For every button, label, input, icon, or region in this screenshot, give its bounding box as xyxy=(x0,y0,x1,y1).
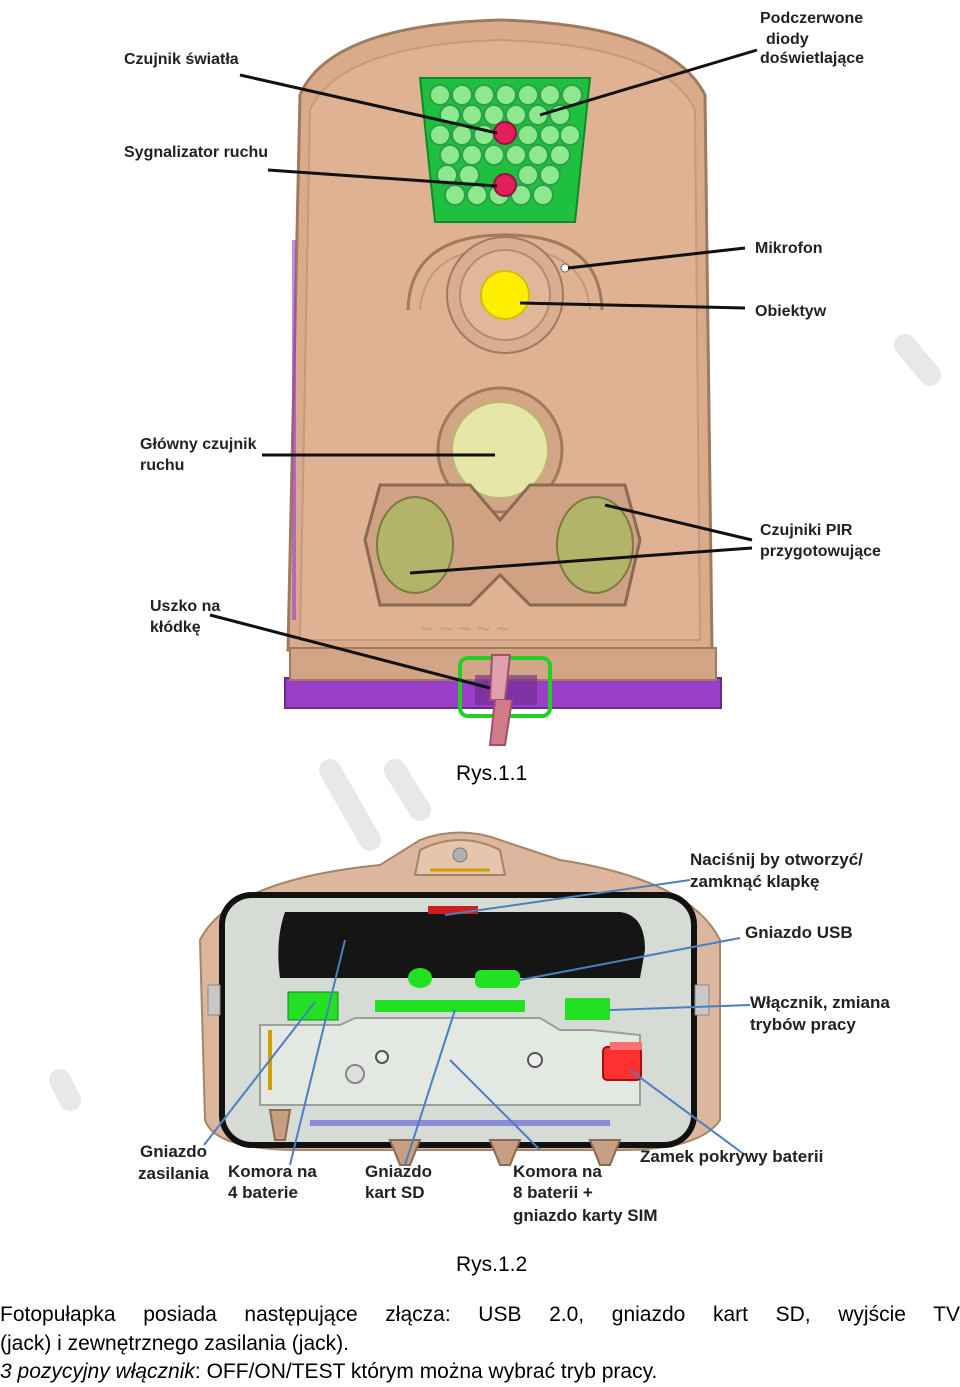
label-press-2: zamknąć klapkę xyxy=(690,872,819,891)
label-bay8-3: gniazdo karty SIM xyxy=(513,1206,658,1225)
figure-1: ~ ~ ~ ~ ~ Czujnik światła Sygnalizator r… xyxy=(124,10,881,746)
label-lock-loop-1: Uszko na xyxy=(150,598,220,615)
label-main-sensor-2: ruchu xyxy=(140,457,184,474)
label-switch-1: Włącznik, zmiana xyxy=(750,993,890,1012)
label-ir-leds-1: Podczerwone xyxy=(760,10,863,27)
label-lock: Zamek pokrywy baterii xyxy=(640,1147,823,1166)
label-pir-2: przygotowujące xyxy=(760,543,881,560)
pir-sensor-right xyxy=(556,496,634,594)
label-motion-indicator: Sygnalizator ruchu xyxy=(124,144,268,161)
label-bay8-1: Komora na xyxy=(513,1162,602,1181)
paragraph-line-3: 3 pozycyjny włącznik: OFF/ON/TEST którym… xyxy=(0,1358,960,1385)
camera-front-diagram: ~ ~ ~ ~ ~ Czujnik światła Sygnalizator r… xyxy=(124,10,881,746)
figure-2: Naciśnij by otworzyć/ zamknąć klapkę Gni… xyxy=(0,820,960,1240)
mode-switch xyxy=(565,998,610,1020)
figure-2-caption: Rys.1.2 xyxy=(456,1253,528,1276)
label-light-sensor: Czujnik światła xyxy=(124,51,239,68)
usb-port xyxy=(475,970,520,988)
label-bay4-1: Komora na xyxy=(228,1162,317,1181)
ir-led-array xyxy=(429,84,583,206)
label-microphone: Mikrofon xyxy=(755,240,823,257)
paragraph-line-2: (jack) i zewnętrznego zasilania (jack). xyxy=(0,1332,349,1355)
watermark xyxy=(49,334,941,1111)
microphone-hole xyxy=(560,263,570,273)
label-ir-leds-2: diody xyxy=(766,31,809,48)
label-main-sensor-1: Główny czujnik xyxy=(140,436,257,453)
compartment-flap xyxy=(278,912,645,978)
label-bay4-2: 4 baterie xyxy=(228,1183,298,1202)
label-usb: Gniazdo USB xyxy=(745,923,853,942)
label-sd-1: Gniazdo xyxy=(365,1162,432,1181)
label-pir-1: Czujniki PIR xyxy=(760,522,853,539)
label-press-1: Naciśnij by otworzyć/ xyxy=(690,850,863,869)
label-lock-loop-2: kłódkę xyxy=(150,619,201,636)
label-sd-2: kart SD xyxy=(365,1183,425,1202)
camera-compartment-diagram: Naciśnij by otworzyć/ zamknąć klapkę Gni… xyxy=(138,831,890,1225)
lens xyxy=(480,270,530,320)
label-lens: Obiektyw xyxy=(755,303,827,320)
pir-sensor-left xyxy=(376,496,454,594)
battery-bay-4 xyxy=(259,1017,641,1106)
motion-indicator-dot xyxy=(493,173,517,197)
svg-text:~ ~ ~ ~ ~: ~ ~ ~ ~ ~ xyxy=(420,616,509,641)
label-switch-2: trybów pracy xyxy=(750,1015,856,1034)
label-ir-leds-3: doświetlające xyxy=(760,50,864,67)
figure-1-caption: Rys.1.1 xyxy=(456,762,528,785)
light-sensor-dot xyxy=(493,121,517,145)
cable xyxy=(488,699,513,746)
label-power-1: Gniazdo xyxy=(140,1142,207,1161)
main-motion-sensor xyxy=(451,401,549,499)
sd-slot xyxy=(375,1000,525,1012)
switch-term: 3 pozycyjny włącznik xyxy=(0,1360,195,1383)
label-bay8-2: 8 baterii + xyxy=(513,1183,593,1202)
label-power-2: zasilania xyxy=(138,1164,209,1183)
switch-description: : OFF/ON/TEST którym można wybrać tryb p… xyxy=(194,1360,658,1383)
paragraph-line-1: Fotopułapka posiada następujące złącza: … xyxy=(0,1303,960,1326)
